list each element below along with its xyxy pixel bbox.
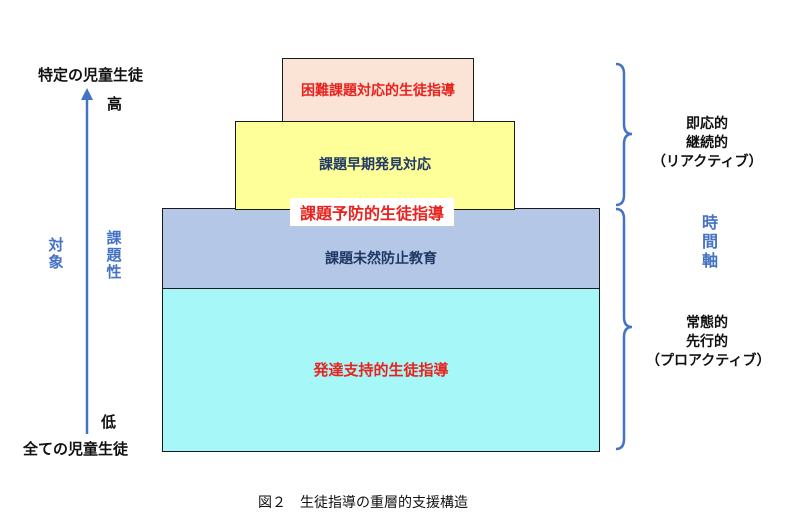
proactive-line-3: （プロアクティブ）: [646, 353, 771, 369]
proactive-brace: [615, 207, 633, 451]
second-layer-label: 課題早期発見対応: [319, 156, 431, 173]
prevention-label: 課題予防的生徒指導: [290, 198, 455, 226]
top-axis-label: 特定の児童生徒: [38, 66, 144, 84]
proactive-line-1: 常態的: [686, 315, 728, 331]
third-layer-label: 課題未然防止教育: [325, 250, 437, 267]
time-axis-label: 時間軸: [701, 213, 718, 270]
base-layer: 発達支持的生徒指導: [162, 287, 600, 452]
high-label: 高: [107, 95, 123, 113]
bottom-axis-label: 全ての児童生徒: [23, 440, 129, 458]
top-layer: 困難課題対応的生徒指導: [282, 58, 474, 122]
upward-arrow: [81, 88, 93, 434]
reactive-label: 即応的 継続的 （リアクティブ）: [652, 115, 762, 172]
proactive-line-2: 先行的: [686, 334, 728, 350]
top-layer-label: 困難課題対応的生徒指導: [301, 83, 455, 99]
proactive-label: 常態的 先行的 （プロアクティブ）: [646, 314, 771, 371]
reactive-brace: [615, 62, 633, 207]
figure-caption: 図２ 生徒指導の重層的支援構造: [258, 495, 468, 511]
second-layer: 課題早期発見対応: [235, 121, 515, 210]
reactive-line-2: 継続的: [686, 135, 728, 151]
issue-label: 課題性: [106, 229, 122, 281]
base-layer-label: 発達支持的生徒指導: [313, 361, 449, 379]
reactive-line-3: （リアクティブ）: [652, 154, 763, 170]
target-label: 対象: [48, 236, 64, 271]
low-label: 低: [101, 413, 117, 431]
reactive-line-1: 即応的: [686, 116, 728, 132]
